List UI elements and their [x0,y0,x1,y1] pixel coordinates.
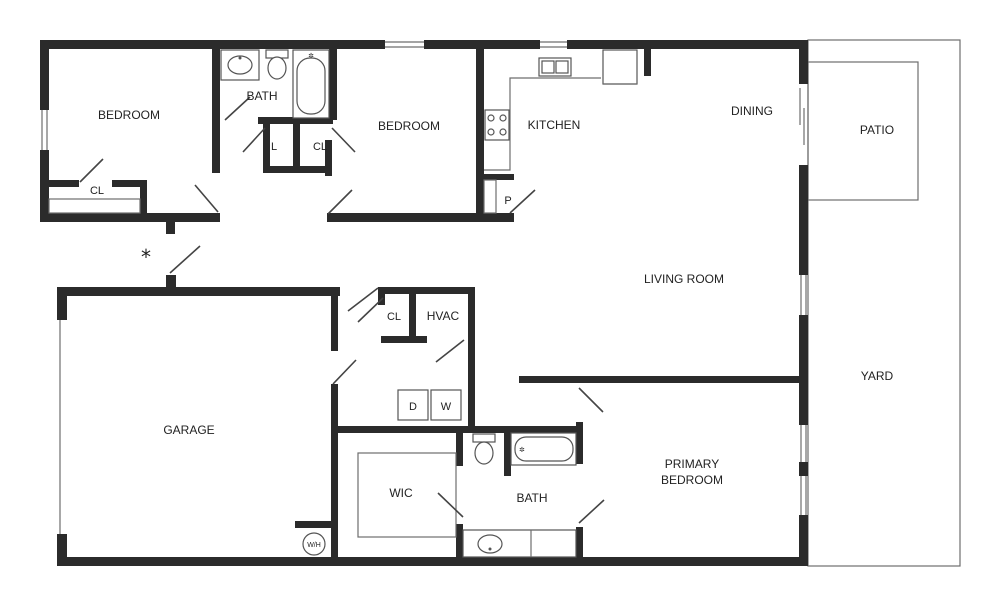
label-primary-bedroom-1: PRIMARY [665,457,719,471]
label-dining: DINING [731,104,773,118]
windows [41,41,807,534]
washer-icon [430,389,462,421]
closet-shelves [48,198,457,538]
toilet-icon [472,433,496,443]
entry-marker-icon: * [141,245,151,269]
upper-bath-fixtures: ✲ [220,49,330,119]
label-kitchen: KITCHEN [528,118,581,132]
dryer-icon [397,389,429,421]
label-pantry: P [504,195,511,207]
label-dryer: D [409,401,417,413]
stove-icon [484,109,510,141]
label-washer: W [441,401,452,413]
svg-text:✲: ✲ [308,52,314,60]
label-linen: L [271,141,277,153]
patio-outline [807,61,919,201]
label-closet-hall: CL [313,141,327,153]
room-labels: BEDROOM BATH BEDROOM KITCHEN DINING PATI… [90,89,894,549]
label-wic: WIC [389,486,413,500]
doors [79,96,605,524]
label-garage: GARAGE [163,423,214,437]
svg-text:✲: ✲ [519,446,525,454]
label-bedroom-nw: BEDROOM [98,108,160,122]
yard-outline [807,39,961,567]
interior-walls [49,40,808,566]
label-closet-laundry: CL [387,311,401,323]
label-primary-bedroom-2: BEDROOM [661,473,723,487]
refrigerator-icon [602,49,638,85]
label-closet-nw: CL [90,185,104,197]
label-living-room: LIVING ROOM [644,272,724,286]
primary-bath-fixtures: ✲ [462,432,577,558]
label-bath-primary: BATH [516,491,547,505]
label-bath-upper: BATH [246,89,277,103]
water-heater-icon [302,532,326,556]
laundry-fixtures [397,389,462,421]
label-water-heater: W/H [307,542,321,549]
label-yard: YARD [861,369,894,383]
label-bedroom-center: BEDROOM [378,119,440,133]
label-hvac: HVAC [427,309,460,323]
kitchen-fixtures [483,49,638,214]
label-patio: PATIO [860,123,894,137]
